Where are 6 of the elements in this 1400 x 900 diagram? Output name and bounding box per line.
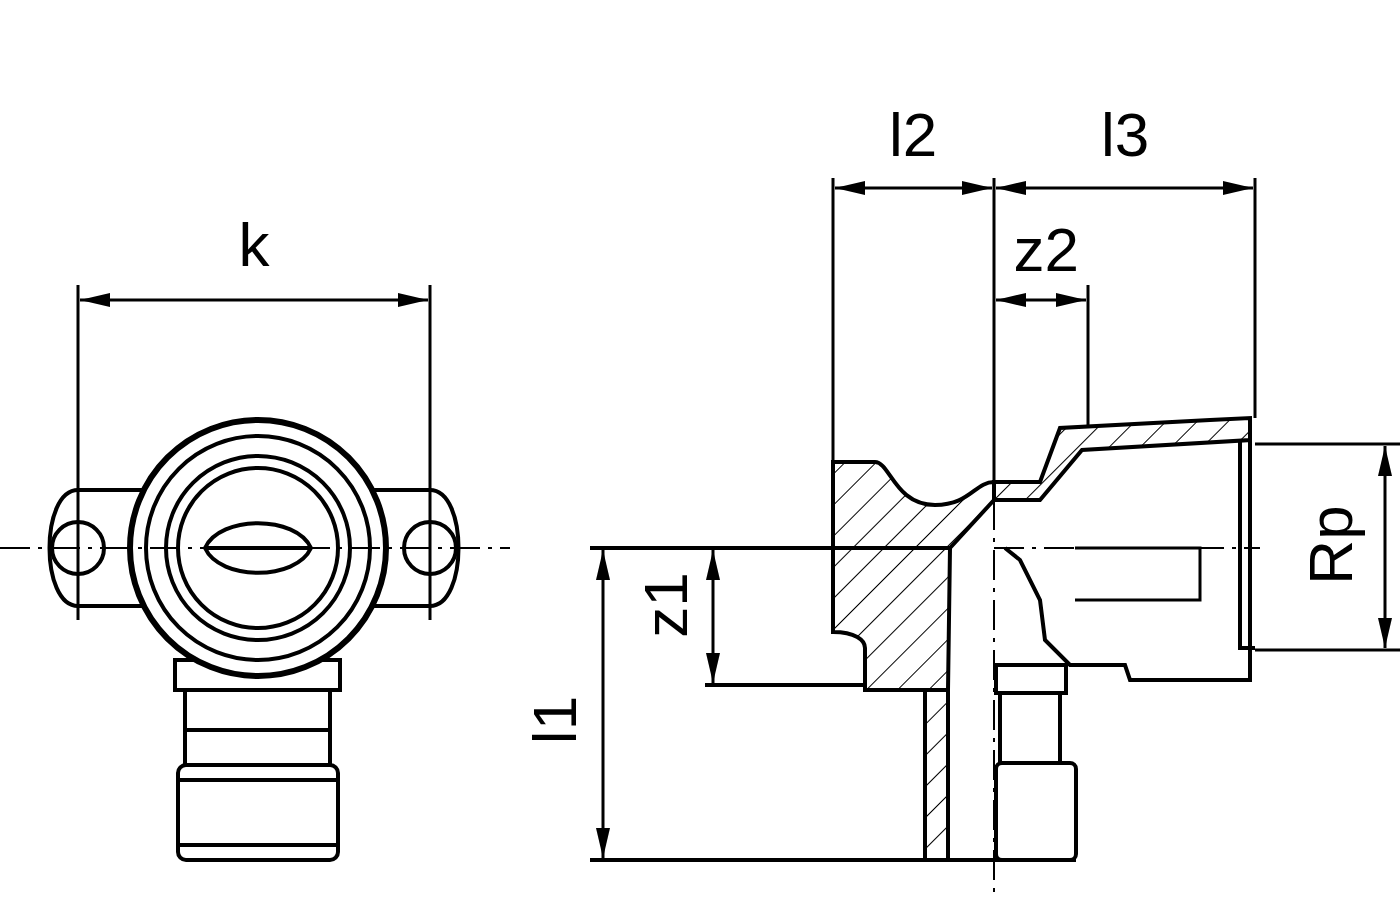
dimension-label: l1 bbox=[524, 695, 587, 745]
dimension-label: l3 bbox=[1101, 104, 1150, 166]
dimension-label: z2 bbox=[1013, 219, 1079, 281]
dimension-label: k bbox=[238, 214, 270, 276]
dimension-label: l2 bbox=[889, 104, 938, 166]
dimension-label: z1 bbox=[634, 572, 697, 638]
